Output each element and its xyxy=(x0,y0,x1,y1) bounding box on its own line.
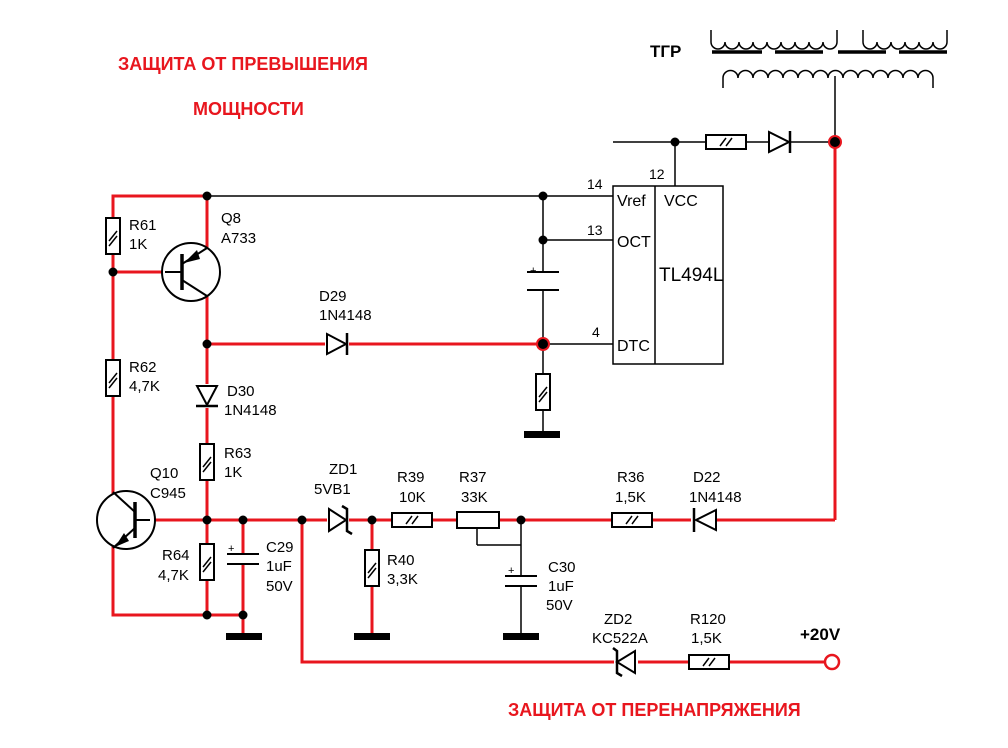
r62-resistor xyxy=(105,359,121,397)
ground-symbols xyxy=(226,431,560,640)
ic-pin-vcc: VCC xyxy=(664,193,698,210)
q10-name: Q10 xyxy=(150,465,178,482)
q10-transistor xyxy=(96,490,156,550)
r36-name: R36 xyxy=(617,469,645,486)
pin-number-12: 12 xyxy=(649,166,665,182)
r40-name: R40 xyxy=(387,552,415,569)
q8-name: Q8 xyxy=(221,210,241,227)
ic-pin-vref: Vref xyxy=(617,193,646,210)
r39-name: R39 xyxy=(397,469,425,486)
overvoltage-protection-title: ЗАЩИТА ОТ ПЕРЕНАПРЯЖЕНИЯ xyxy=(508,700,801,720)
pin-number-4: 4 xyxy=(592,324,600,340)
timing-capacitor xyxy=(527,271,559,291)
junction-dots xyxy=(108,135,842,671)
q8-value: A733 xyxy=(221,230,256,247)
r120-value: 1,5K xyxy=(691,630,722,647)
zd2-value: KC522A xyxy=(592,630,648,647)
power-protection-title-line1: ЗАЩИТА ОТ ПРЕВЫШЕНИЯ xyxy=(118,54,368,74)
c29-capacitor xyxy=(226,553,260,565)
ic-pin-dtc: DTC xyxy=(617,338,650,355)
tl494-ic xyxy=(612,185,724,365)
d29-value: 1N4148 xyxy=(319,307,372,324)
r64-value: 4,7K xyxy=(158,567,189,584)
c30-name: C30 xyxy=(548,559,576,576)
q8-transistor xyxy=(161,242,221,302)
d30-name: D30 xyxy=(227,383,255,400)
d29-name: D29 xyxy=(319,288,347,305)
c29-voltage: 50V xyxy=(266,578,293,595)
d30-value: 1N4148 xyxy=(224,402,277,419)
r40-resistor xyxy=(364,549,380,587)
c30-value: 1uF xyxy=(548,578,574,595)
c30-polarity: + xyxy=(508,565,514,577)
vcc-feed-resistor xyxy=(705,134,747,150)
c29-value: 1uF xyxy=(266,558,292,575)
pin-number-13: 13 xyxy=(587,222,603,238)
timing-cap-polarity: + xyxy=(530,265,536,277)
ic-name: TL494L xyxy=(659,265,723,286)
r37-trimmer xyxy=(456,511,500,529)
transformer-tgr xyxy=(710,30,948,88)
r40-value: 3,3K xyxy=(387,571,418,588)
supply-label: +20V xyxy=(800,625,841,644)
r62-name: R62 xyxy=(129,359,157,376)
d22-value: 1N4148 xyxy=(689,489,742,506)
r63-value: 1K xyxy=(224,464,242,481)
transformer-label: ТГР xyxy=(650,42,681,61)
r63-resistor xyxy=(199,443,215,481)
pin-number-14: 14 xyxy=(587,176,603,192)
d30-diode xyxy=(195,384,219,408)
r63-name: R63 xyxy=(224,445,252,462)
r64-resistor xyxy=(199,543,215,581)
r120-resistor xyxy=(688,654,730,670)
r37-name: R37 xyxy=(459,469,487,486)
dtc-resistor xyxy=(535,373,551,411)
r39-value: 10K xyxy=(399,489,426,506)
d22-diode xyxy=(691,508,717,532)
zd1-value: 5VB1 xyxy=(314,481,351,498)
d22-name: D22 xyxy=(693,469,721,486)
supply-terminal xyxy=(823,653,841,671)
vcc-feed-diode xyxy=(768,130,792,154)
r64-name: R64 xyxy=(162,547,190,564)
r61-value: 1K xyxy=(129,236,147,253)
c29-name: C29 xyxy=(266,539,294,556)
c29-polarity: + xyxy=(228,543,234,555)
ic-pin-oct: OCT xyxy=(617,234,651,251)
c30-capacitor xyxy=(504,575,538,587)
d29-diode xyxy=(325,332,349,356)
r39-resistor xyxy=(391,512,433,528)
zd2-name: ZD2 xyxy=(604,611,632,628)
r61-name: R61 xyxy=(129,217,157,234)
power-protection-title-line2: МОЩНОСТИ xyxy=(193,99,304,119)
zd1-zener xyxy=(327,504,353,536)
r36-value: 1,5K xyxy=(615,489,646,506)
r120-name: R120 xyxy=(690,611,726,628)
r36-resistor xyxy=(611,512,653,528)
r37-value: 33K xyxy=(461,489,488,506)
zd2-zener xyxy=(612,647,638,678)
r61-resistor xyxy=(105,217,121,255)
q10-value: C945 xyxy=(150,485,186,502)
zd1-name: ZD1 xyxy=(329,461,357,478)
r62-value: 4,7K xyxy=(129,378,160,395)
c30-voltage: 50V xyxy=(546,597,573,614)
